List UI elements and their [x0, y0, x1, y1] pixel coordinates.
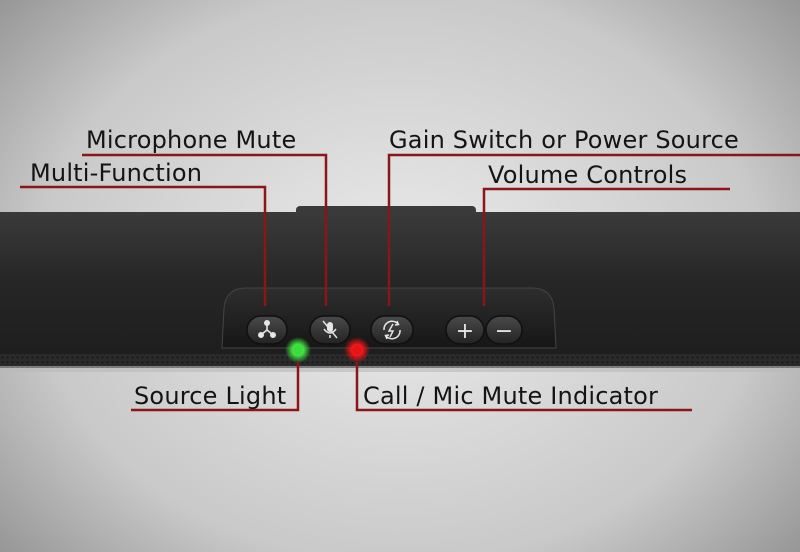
- source-light: [293, 345, 303, 355]
- call-indicator-light: [352, 345, 362, 355]
- callout-line-multi-function: [20, 185, 267, 306]
- callout-line-source-light: [131, 362, 300, 412]
- tri-dot-icon: [257, 319, 276, 338]
- label-source-light: Source Light: [134, 382, 287, 410]
- speaker-grille: [0, 354, 800, 368]
- label-volume-controls: Volume Controls: [488, 161, 688, 189]
- plus-symbol: +: [456, 319, 474, 344]
- callout-line-microphone-mute: [82, 153, 328, 306]
- gain-switch-button[interactable]: [370, 315, 414, 345]
- label-call-mic-mute: Call / Mic Mute Indicator: [363, 382, 659, 410]
- label-multi-function: Multi-Function: [30, 159, 203, 187]
- minus-symbol: −: [495, 319, 513, 344]
- grille-shadow: [0, 366, 800, 372]
- label-microphone-mute: Microphone Mute: [86, 126, 297, 154]
- callout-line-call-indicator: [355, 362, 692, 412]
- mic-slash-icon: [322, 320, 338, 339]
- volume-up-button[interactable]: [445, 315, 485, 345]
- callout-line-gain-switch: [387, 153, 800, 306]
- label-gain-switch: Gain Switch or Power Source: [389, 126, 739, 154]
- callout-line-volume-controls: [482, 187, 730, 306]
- callout-lines: [20, 153, 800, 412]
- refresh-bolt-icon: [383, 320, 401, 340]
- volume-down-button[interactable]: [485, 315, 523, 345]
